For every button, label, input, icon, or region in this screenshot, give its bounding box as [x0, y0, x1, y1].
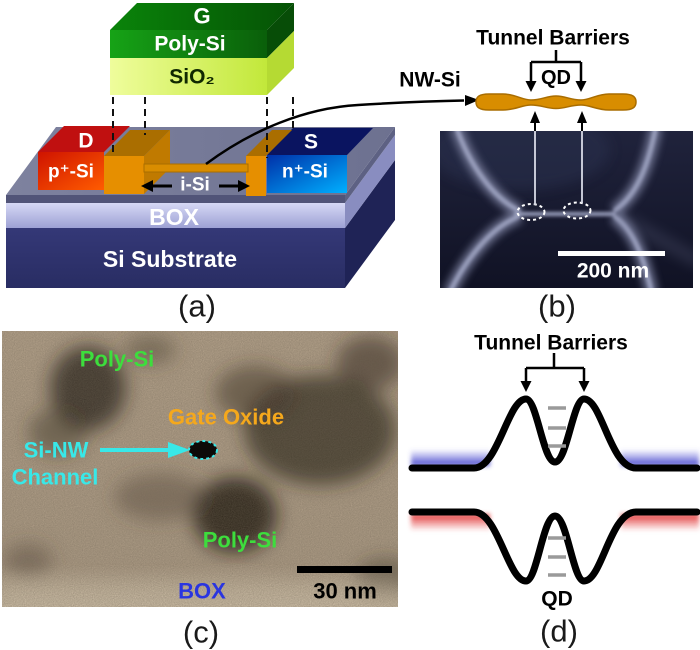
soi-front-face: [6, 195, 345, 203]
tem-channel-label-line1: Si-NW: [24, 438, 89, 463]
oxide-spacer-right-front: [246, 156, 266, 196]
tunnel-barrier-arrowhead-right: [575, 81, 587, 92]
source-material-label: n⁺-Si: [282, 162, 328, 183]
tem-channel-label-line2: Channel: [12, 465, 99, 490]
nanowire-label: NW-Si: [399, 69, 460, 92]
valence-band-curve: [408, 508, 700, 585]
gate-sio2-front-face: [110, 58, 267, 95]
oxide-spacer-left-side: [144, 130, 170, 194]
gate-sio2-side-face: [267, 31, 294, 95]
oxide-spacer-right-top: [246, 130, 292, 156]
qd-pointer-arrows: [530, 111, 587, 131]
sem-micrograph: [440, 131, 693, 288]
source-terminal-label: S: [304, 131, 318, 154]
qd-marker-right: [562, 201, 592, 220]
band-tunnel-barriers-title: Tunnel Barriers: [474, 332, 628, 355]
tunnel-barrier-bracket: [529, 50, 583, 84]
band-arrowhead-left: [520, 381, 532, 392]
tem-scale-label: 30 nm: [313, 579, 377, 604]
substrate-label: Si Substrate: [103, 246, 237, 272]
sio2-layer-label: SiO₂: [169, 66, 215, 89]
gate-poly-side-face: [267, 3, 294, 58]
source-front-face: [267, 155, 347, 193]
tunnel-barriers-title: Tunnel Barriers: [476, 27, 630, 50]
gate-top-face: [110, 3, 294, 30]
channel-length-arrows: [141, 180, 250, 192]
tem-poly-si-top-label: Poly-Si: [80, 347, 155, 372]
sem-scale-bar: [558, 251, 665, 256]
drain-front-face: [38, 152, 104, 190]
panel-c-caption: (c): [183, 615, 219, 650]
sem-scale-label: 200 nm: [577, 260, 649, 283]
channel-marker-ellipse: [188, 440, 218, 460]
poly-si-layer-label: Poly-Si: [154, 33, 225, 56]
box-side-face: [345, 135, 395, 228]
box-layer-label: BOX: [149, 204, 200, 230]
qd-label: QD: [541, 67, 571, 89]
valence-band-lead-glow-right: [621, 514, 699, 531]
panel-b-sem: Tunnel Barriers QD NW-Si 200 nm (b): [205, 27, 693, 324]
nanowire-schematic-shape: [475, 93, 637, 111]
band-qd-label: QD: [541, 588, 573, 611]
oxide-spacer-left-front: [104, 156, 144, 194]
gate-terminal-label: G: [193, 4, 210, 29]
tem-scale-bar: [297, 566, 392, 573]
nanowire-leader-line: [205, 99, 465, 166]
tem-poly-si-bottom-label: Poly-Si: [203, 528, 278, 553]
tem-box-label: BOX: [178, 579, 226, 604]
drain-top-face: [38, 126, 130, 152]
conduction-band-lead-glow-right: [621, 449, 699, 466]
drain-material-label: p⁺-Si: [48, 162, 94, 183]
panel-b-caption: (b): [538, 289, 576, 324]
nanowire-leader-arrowhead: [465, 95, 479, 106]
substrate-front-face: [6, 228, 345, 288]
band-tunnel-barrier-bracket: [524, 353, 586, 382]
gate-poly-front-face: [110, 30, 267, 58]
qd-energy-levels-upper: [548, 406, 566, 448]
panel-a-caption: (a): [178, 289, 216, 324]
qd-energy-levels-lower: [548, 536, 566, 577]
tunnel-barrier-arrowhead-left: [525, 81, 537, 92]
oxide-spacer-left-top: [104, 130, 170, 156]
qd-marker-left: [516, 203, 546, 221]
nanowire-channel: [143, 163, 249, 173]
panel-c-tem: Poly-Si Gate Oxide Si-NW Channel Poly-Si…: [2, 331, 398, 650]
box-front-face: [6, 203, 345, 228]
channel-pointer-arrowhead: [168, 442, 190, 458]
conduction-band-curve: [408, 395, 700, 472]
panel-d-band-diagram: Tunnel Barriers QD (d): [408, 332, 700, 649]
drain-terminal-label: D: [78, 130, 93, 153]
source-top-face: [267, 128, 373, 155]
soi-side-face: [345, 127, 395, 203]
panel-a-device-schematic: G Poly-Si SiO₂ D p⁺-Si S n⁺-Si i-Si BOX …: [6, 3, 395, 324]
tem-gate-oxide-label: Gate Oxide: [168, 405, 284, 430]
conduction-band-lead-glow-left: [411, 449, 490, 466]
substrate-side-face: [345, 160, 395, 288]
band-arrowhead-right: [578, 381, 590, 392]
panel-d-caption: (d): [540, 614, 578, 649]
intrinsic-si-label: i-Si: [180, 175, 210, 196]
valence-band-lead-glow-left: [411, 514, 490, 531]
